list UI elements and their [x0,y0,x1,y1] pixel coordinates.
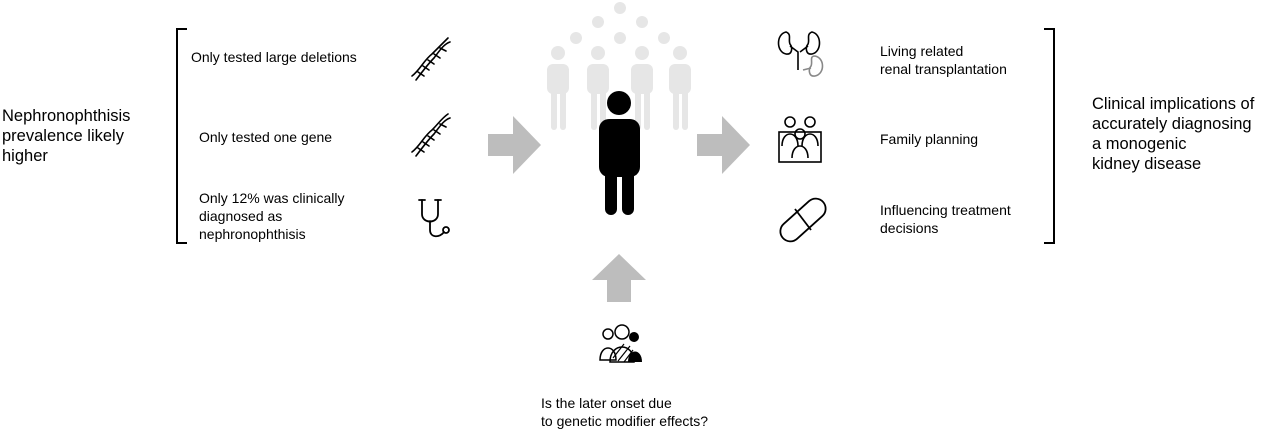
bottom-question: Is the later onset due to genetic modifi… [541,395,709,429]
family-icon [778,116,822,163]
right-item-label-1: Living related renal transplantation [880,43,1007,77]
arrow-bottom-to-center [592,254,646,302]
right-item-label-2: Family planning [880,131,979,147]
arrow-left-to-center [488,116,541,174]
left-item-label-3: Only 12% was clinically diagnosed as nep… [199,190,345,242]
left-summary-title: Nephronophthisis prevalence likely highe… [2,107,131,165]
people-group-icon [599,324,642,363]
pill-icon [779,197,827,243]
arrow-center-to-right [697,116,750,174]
right-summary-title: Clinical implications of accurately diag… [1092,95,1255,173]
kidney-icon [777,31,824,77]
dna-icon [411,113,451,157]
left-item-label-2: Only tested one gene [199,129,333,145]
right-item-label-3: Influencing treatment decisions [880,202,1011,236]
left-bracket [176,28,187,244]
crowd-background [547,2,691,130]
right-bracket [1044,28,1055,244]
stethoscope-icon [418,199,450,238]
left-item-label-1: Only tested large deletions [191,49,357,65]
patient-person-icon [599,91,640,215]
dna-icon [411,37,451,81]
